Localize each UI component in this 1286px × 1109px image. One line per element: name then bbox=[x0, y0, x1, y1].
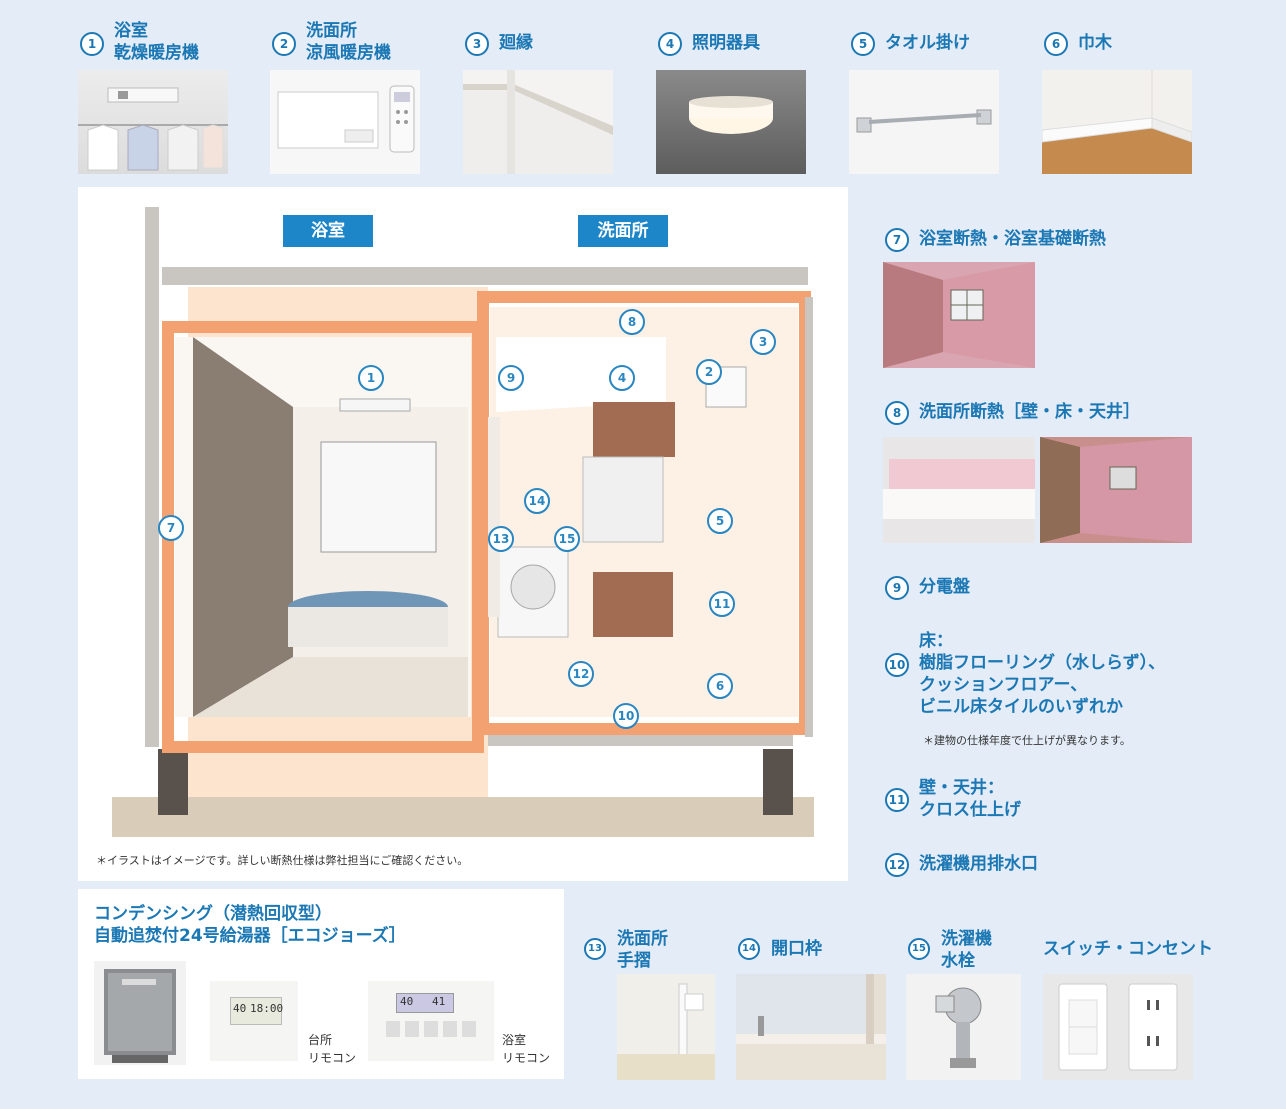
marker-2: 2 bbox=[696, 359, 722, 385]
bath-insulation-photo bbox=[883, 262, 1035, 368]
water-heater-photo bbox=[94, 961, 186, 1065]
item-label: 洗濯機 水栓 bbox=[941, 929, 992, 971]
cross-section-diagram: 浴室 洗面所 1 2 3 4 5 6 7 8 9 10 11 12 13 14 … bbox=[78, 187, 848, 881]
number-badge: 8 bbox=[885, 401, 909, 425]
bath-display-temp: 40 bbox=[400, 995, 414, 1008]
item-label: スイッチ・コンセント bbox=[1043, 939, 1213, 959]
marker-14: 14 bbox=[524, 488, 550, 514]
marker-9: 9 bbox=[498, 365, 524, 391]
washroom-insulation-photo bbox=[1040, 437, 1192, 543]
marker-12: 12 bbox=[568, 661, 594, 687]
number-badge: 9 bbox=[885, 576, 909, 600]
diagram-note: ＊イラストはイメージです。詳しい断熱仕様は弊社担当にご確認ください。 bbox=[96, 854, 469, 867]
kitchen-remote-photo: 40 18:00 bbox=[210, 981, 298, 1061]
item-note: ＊建物の仕様年度で仕上げが異なります。 bbox=[923, 734, 1131, 747]
item-label: 洗面所断熱［壁・床・天井］ bbox=[919, 402, 1140, 422]
marker-6: 6 bbox=[707, 673, 733, 699]
marker-11: 11 bbox=[709, 591, 735, 617]
water-heater-panel: コンデンシング（潜熱回収型） 自動追焚付24号給湯器［エコジョーズ］ 40 18… bbox=[78, 889, 564, 1079]
bath-display-level: 41 bbox=[432, 995, 446, 1008]
marker-1: 1 bbox=[358, 365, 384, 391]
bath-room-tag: 浴室 bbox=[283, 215, 373, 247]
item-label: 開口枠 bbox=[771, 939, 822, 959]
washroom-handrail-photo bbox=[617, 974, 715, 1080]
item-label: 壁・天井： クロス仕上げ bbox=[919, 778, 1021, 820]
marker-7: 7 bbox=[158, 515, 184, 541]
opening-frame-photo bbox=[736, 974, 886, 1080]
number-badge: 13 bbox=[584, 938, 606, 960]
diagram-drawing bbox=[112, 207, 814, 837]
item-label: 照明器具 bbox=[692, 33, 760, 53]
marker-10: 10 bbox=[613, 703, 639, 729]
kitchen-display-temp: 40 bbox=[233, 1002, 247, 1015]
number-badge: 1 bbox=[80, 32, 104, 56]
number-badge: 14 bbox=[738, 938, 760, 960]
marker-3: 3 bbox=[750, 329, 776, 355]
switch-outlet-photo bbox=[1043, 974, 1193, 1080]
washroom-heater-photo bbox=[270, 70, 420, 174]
number-badge: 10 bbox=[885, 653, 909, 677]
number-badge: 4 bbox=[658, 32, 682, 56]
item-label: 洗面所 手摺 bbox=[617, 929, 668, 971]
number-badge: 3 bbox=[465, 32, 489, 56]
insulation-material-photo bbox=[883, 437, 1035, 543]
marker-5: 5 bbox=[707, 508, 733, 534]
number-badge: 2 bbox=[272, 32, 296, 56]
marker-8: 8 bbox=[619, 309, 645, 335]
bath-dryer-heater-photo bbox=[78, 70, 228, 174]
number-badge: 7 bbox=[885, 228, 909, 252]
item-label: 分電盤 bbox=[919, 577, 970, 597]
washer-faucet-photo bbox=[906, 974, 1021, 1080]
number-badge: 15 bbox=[908, 938, 930, 960]
number-badge: 6 bbox=[1044, 32, 1068, 56]
marker-4: 4 bbox=[609, 365, 635, 391]
bath-remote-label: 浴室 リモコン bbox=[502, 1033, 551, 1065]
item-label: 洗濯機用排水口 bbox=[919, 854, 1038, 874]
bath-remote-photo: 40 41 bbox=[368, 981, 494, 1061]
baseboard-photo bbox=[1042, 70, 1192, 174]
number-badge: 12 bbox=[885, 853, 909, 877]
item-label: 浴室断熱・浴室基礎断熱 bbox=[919, 229, 1106, 249]
crown-molding-photo bbox=[463, 70, 613, 174]
item-label: 洗面所 涼風暖房機 bbox=[306, 21, 391, 63]
water-heater-title: コンデンシング（潜熱回収型） 自動追焚付24号給湯器［エコジョーズ］ bbox=[94, 904, 406, 946]
item-label: 廻縁 bbox=[499, 33, 533, 53]
kitchen-display-time: 18:00 bbox=[250, 1002, 284, 1015]
item-label: タオル掛け bbox=[885, 33, 970, 53]
item-label: 床： 樹脂フローリング（水しらず）、 クッションフロアー、 ビニル床タイルのいず… bbox=[919, 631, 1166, 717]
towel-bar-photo bbox=[849, 70, 999, 174]
item-label: 巾木 bbox=[1078, 33, 1112, 53]
marker-13: 13 bbox=[488, 526, 514, 552]
item-label: 浴室 乾燥暖房機 bbox=[114, 21, 199, 63]
ceiling-light-photo bbox=[656, 70, 806, 174]
wash-room-tag: 洗面所 bbox=[578, 215, 668, 247]
number-badge: 11 bbox=[885, 788, 909, 812]
number-badge: 5 bbox=[851, 32, 875, 56]
kitchen-remote-label: 台所 リモコン bbox=[308, 1033, 357, 1065]
marker-15: 15 bbox=[554, 526, 580, 552]
